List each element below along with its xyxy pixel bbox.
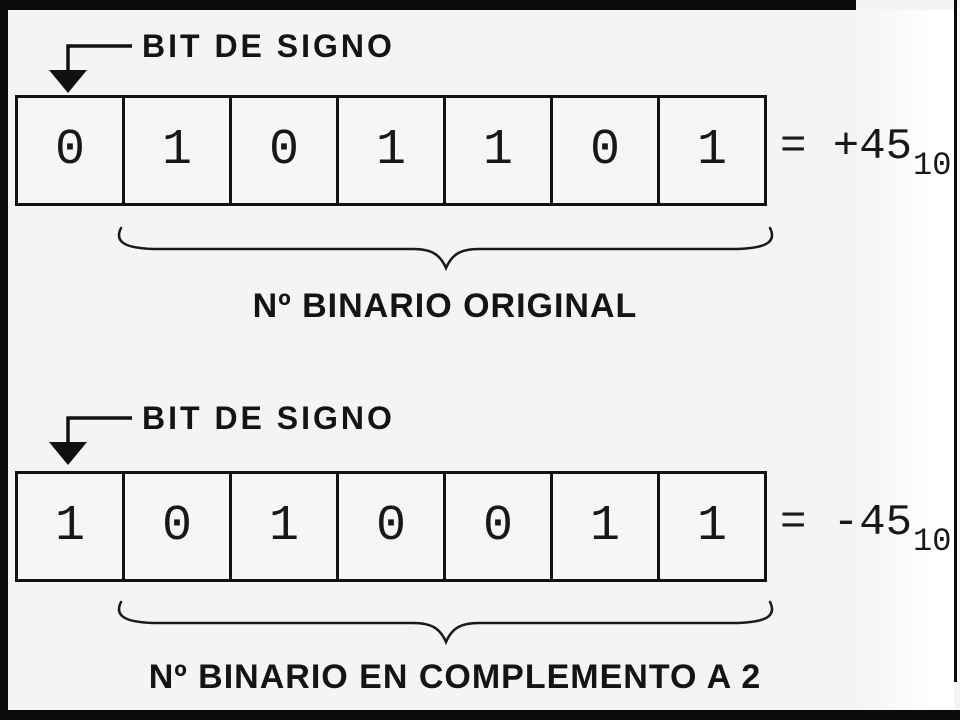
- bit-cell: 0: [339, 474, 446, 579]
- bit-cell: 1: [232, 474, 339, 579]
- underbrace-icon: [117, 600, 774, 646]
- bit-cell: 0: [125, 474, 232, 579]
- bit-cell: 1: [696, 498, 727, 555]
- decimal-base-subscript: 10: [913, 523, 952, 560]
- top-border-bar: [0, 0, 856, 10]
- bit-cell: 1: [696, 122, 727, 179]
- sign-bit-arrow-icon: [49, 44, 132, 93]
- bit-cell: 0: [553, 98, 660, 203]
- right-edge-fade: [858, 10, 954, 710]
- bit-row-original: 0 1 0 1 1 0 1: [15, 95, 767, 206]
- sign-bit-arrow-icon: [49, 416, 132, 465]
- bit-cell: 1: [125, 98, 232, 203]
- bit-cell: 1: [446, 98, 553, 203]
- bottom-border-bar: [0, 710, 960, 720]
- bit-row-complement: 1 0 1 0 0 1 1: [15, 471, 767, 582]
- bit-cell: 0: [18, 98, 125, 203]
- bit-cell: 1: [553, 474, 660, 579]
- right-border-line: [954, 0, 957, 682]
- decimal-base-subscript: 10: [913, 147, 952, 184]
- left-border-bar: [0, 0, 8, 720]
- bit-cell: 1: [339, 98, 446, 203]
- decimal-value: = -45: [780, 498, 913, 548]
- underbrace-icon: [117, 226, 774, 272]
- diagram-caption-complement: Nº BINARIO EN COMPLEMENTO A 2: [148, 658, 762, 696]
- bit-cell: 1: [18, 474, 125, 579]
- sign-bit-label: BIT DE SIGNO: [142, 28, 395, 64]
- sign-bit-label: BIT DE SIGNO: [142, 400, 395, 436]
- decimal-result-original: = +4510: [780, 122, 951, 184]
- bit-cell: 0: [446, 474, 553, 579]
- decimal-result-complement: = -4510: [780, 498, 951, 560]
- bit-cell: 0: [232, 98, 339, 203]
- decimal-value: = +45: [780, 122, 913, 172]
- diagram-caption-original: Nº BINARIO ORIGINAL: [252, 287, 638, 325]
